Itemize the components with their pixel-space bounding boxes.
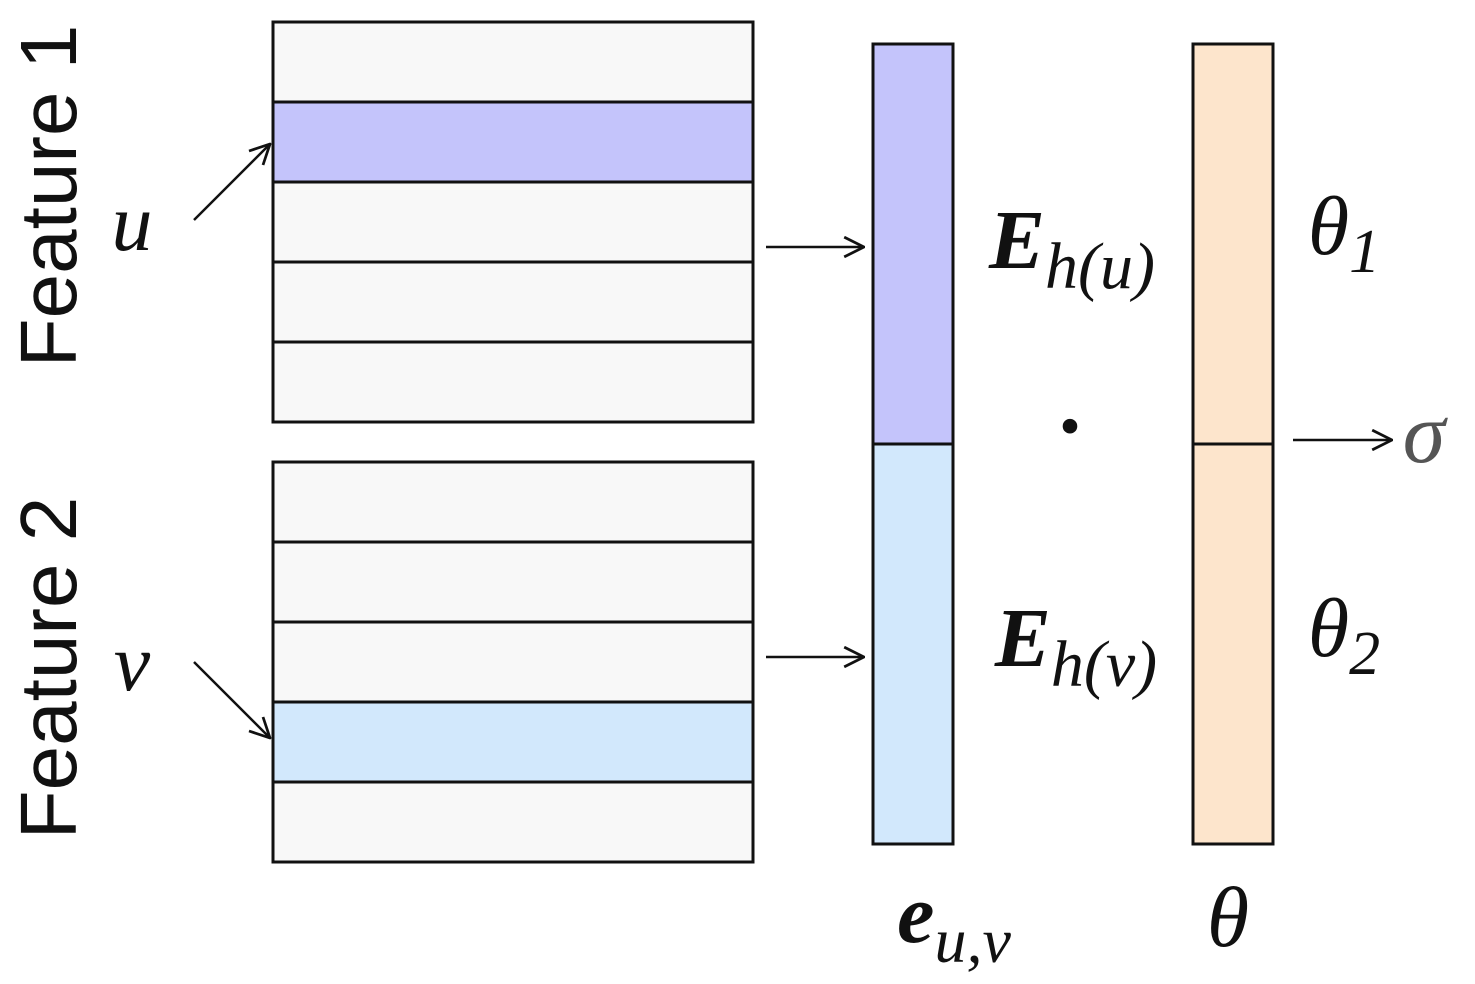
theta2-label-base: θ <box>1308 582 1349 675</box>
embedding-u-label-base: E <box>988 194 1045 287</box>
feature2-selected-row <box>271 700 755 784</box>
feature2-row <box>271 540 755 624</box>
feature2-row <box>271 460 755 544</box>
arrow-u-to-row <box>193 144 270 221</box>
theta2-label: θ2 <box>1308 582 1380 688</box>
theta1-segment <box>1191 42 1275 446</box>
arrow-v-to-row <box>193 661 270 738</box>
feature2-embedding-table <box>271 460 755 864</box>
feature1-label: Feature 1 <box>4 25 93 367</box>
feature2-row <box>271 780 755 864</box>
theta1-label-base: θ <box>1308 180 1349 273</box>
embedding-v-label-base: E <box>994 592 1051 685</box>
feature1-row <box>271 340 755 424</box>
theta1-label-sub: 1 <box>1349 218 1380 286</box>
feature2-row <box>271 620 755 704</box>
feature1-row <box>271 180 755 264</box>
embedding-caption-base: e <box>897 868 934 961</box>
theta2-segment <box>1191 442 1275 846</box>
embedding-v-label: Eh(v) <box>994 592 1157 701</box>
input-v-symbol: v <box>114 617 151 708</box>
embedding-u-label-sub: h(u) <box>1045 230 1155 303</box>
embedding-v-segment <box>871 442 955 846</box>
dot-product-operator: · <box>1055 377 1085 476</box>
embedding-v-label-sub: h(v) <box>1051 628 1157 701</box>
theta-vector-caption: θ <box>1207 869 1249 965</box>
feature1-selected-row <box>271 100 755 184</box>
embedding-vector-caption: eu,v <box>897 868 1011 976</box>
feature1-row <box>271 260 755 344</box>
input-u-symbol: u <box>112 177 153 268</box>
embedding-caption-sub: u,v <box>934 905 1011 976</box>
embedding-u-label: Eh(u) <box>988 194 1155 303</box>
feature1-row <box>271 20 755 104</box>
feature2-label: Feature 2 <box>4 497 93 839</box>
theta1-label: θ1 <box>1308 180 1380 286</box>
theta2-label-sub: 2 <box>1349 620 1380 688</box>
feature1-embedding-table <box>271 20 755 424</box>
output-sigma-symbol: σ <box>1403 385 1449 481</box>
embedding-u-segment <box>871 42 955 446</box>
